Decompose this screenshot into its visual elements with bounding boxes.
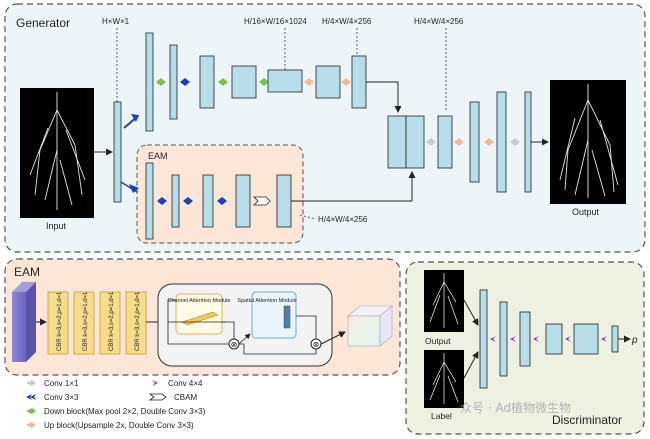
watermark-text: 众号 · Ad植物微生物: [460, 400, 571, 415]
enc-block-4: [199, 55, 215, 109]
legend-up-block: Up block(Upsample 2x, Double Conv 3×3): [44, 421, 194, 430]
enc-block-3: [169, 44, 178, 120]
eam-inner-block-2: [171, 174, 180, 228]
concat-block-a: [387, 115, 407, 169]
disc-output-label: Output: [425, 336, 451, 346]
disc-output-image: [424, 270, 464, 332]
cbr-label-3: CBR k=3,s=2,p=1,d=1: [109, 291, 115, 351]
cbr-block-4: [125, 291, 147, 355]
eam-detail-title: EAM: [14, 265, 40, 279]
generator-title: Generator: [16, 16, 70, 30]
cbr-label-2: CBR k=3,s=2,p=1,d=1: [83, 291, 89, 351]
eam-inner-block-5: [276, 174, 292, 228]
dec-block-1: [315, 65, 341, 99]
output-label: Output: [572, 207, 600, 217]
dim-bottleneck: H/16×W/16×1024: [244, 17, 307, 26]
dim-eam-output: H/4×W/4×256: [318, 215, 368, 224]
svg-text:⊗: ⊗: [313, 340, 320, 349]
legend-icon-down-block: [26, 408, 36, 414]
cbr-block-3: [99, 291, 121, 355]
encoder-path: [123, 32, 402, 132]
legend-conv1x1: Conv 1×1: [44, 379, 79, 388]
dec-block-6: [524, 91, 532, 193]
enc-block-2: [145, 32, 154, 132]
decoder-path: [387, 91, 549, 193]
output-image: [550, 80, 626, 204]
eam-inner-block-3: [202, 174, 214, 228]
input-label: Input: [46, 221, 67, 231]
legend-icon-up-block: [26, 422, 36, 428]
disc-label-label: Label: [431, 411, 452, 421]
input-image: [20, 88, 94, 218]
dim-input: H×W×1: [102, 17, 130, 26]
disc-block-3: [519, 311, 531, 367]
disc-block-6: [611, 325, 619, 353]
generator-panel: Generator Input H×W×1 H/16×W/16×1024 H/4…: [4, 3, 646, 253]
cbr-label-1: CBR k=3,s=2,p=1,d=1: [57, 291, 63, 351]
legend-icon-conv1x1: [26, 380, 36, 386]
disc-label-image: [424, 350, 464, 408]
disc-p-label: p: [631, 335, 638, 346]
dec-block-3: [437, 115, 453, 169]
eam-inner-block-4: [235, 174, 251, 228]
discriminator-title: Discriminator: [552, 413, 622, 427]
legend-conv3x3: Conv 3×3: [44, 393, 79, 402]
legend-icon-cbam: [148, 393, 167, 401]
cbr-label-4: CBR k=3,s=2,p=1,d=1: [135, 291, 141, 351]
discriminator-panel: Output Label p Discriminator: [405, 261, 645, 435]
spatial-attention-label: Spatial Attention Module: [237, 298, 296, 304]
disc-block-5: [573, 323, 599, 355]
dim-up: H/4×W/4×256: [414, 17, 464, 26]
svg-text:⊗: ⊗: [231, 340, 238, 349]
eam-inner-block-1: [145, 162, 154, 240]
enc-block-5: [231, 65, 257, 99]
cbam-symbol: [253, 196, 271, 206]
dec-block-4: [469, 101, 480, 183]
disc-block-1: [479, 289, 488, 389]
legend-cbam: CBAM: [174, 393, 197, 402]
legend: Conv 1×1 Conv 4×4 Conv 3×3 CBAM Down blo…: [26, 379, 206, 430]
bottleneck-block: [267, 69, 303, 93]
legend-down-block: Down block(Max pool 2×2, Double Conv 3×3…: [44, 407, 206, 416]
eam-inner-box: EAM: [120, 144, 416, 244]
legend-icon-conv4x4: [152, 380, 158, 386]
eam-output-cube: [347, 305, 393, 347]
concat-block-b: [405, 115, 425, 169]
eam-input-slab: [12, 292, 26, 362]
legend-icon-conv3x3: [26, 394, 32, 400]
cbr-block-2: [73, 291, 95, 355]
disc-block-2: [499, 301, 508, 377]
enc-block-1: [113, 101, 122, 203]
cbr-block-1: [47, 291, 69, 355]
dec-block-5: [496, 91, 507, 193]
eam-detail-panel: EAM CBR k=3,s=2,p=1,d=1 CBR k=3,s=2,p=1,…: [4, 258, 401, 376]
legend-conv4x4: Conv 4×4: [168, 379, 203, 388]
eam-input-top: [12, 282, 36, 292]
disc-block-4: [545, 323, 563, 355]
channel-attention-label: Channel Attention Module: [168, 298, 231, 304]
eam-inner-label: EAM: [148, 151, 168, 161]
dec-block-2: [351, 55, 367, 109]
dim-skip: H/4×W/4×256: [322, 17, 372, 26]
